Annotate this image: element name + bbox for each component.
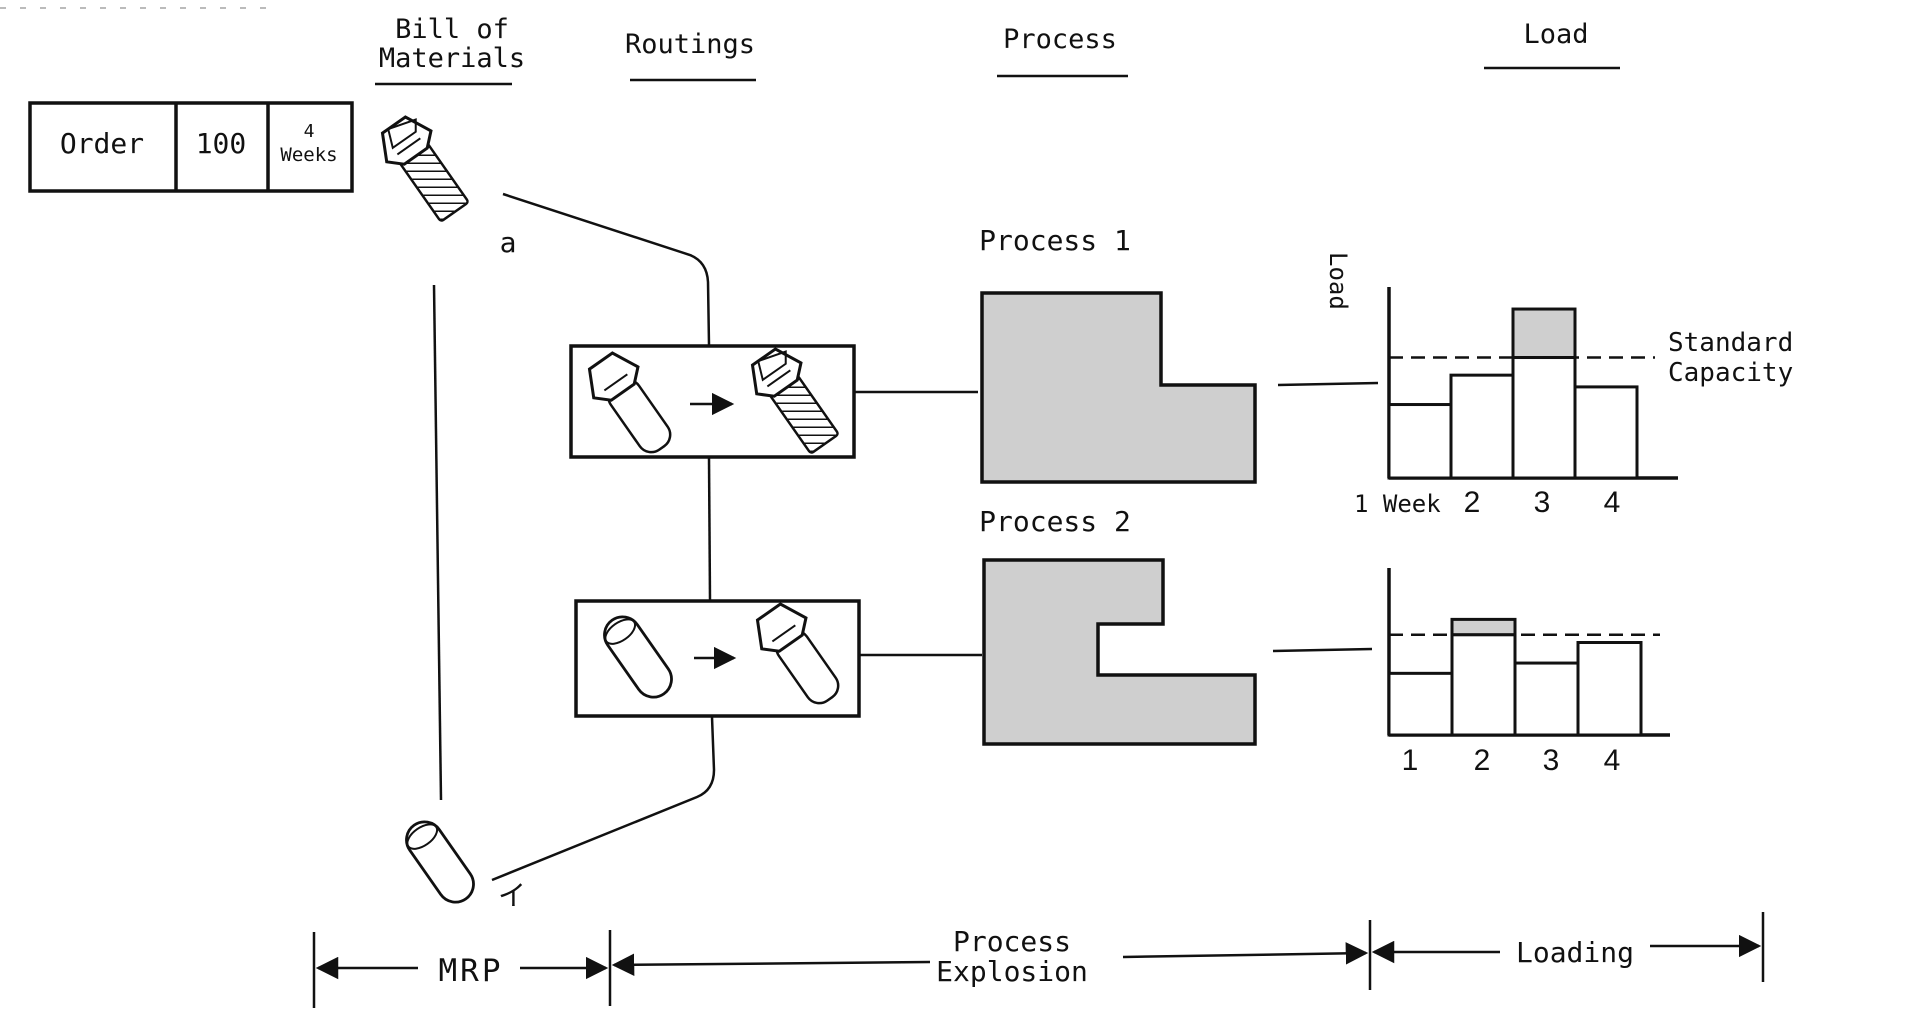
week-tick-label: 3 xyxy=(1543,744,1560,777)
load-bar xyxy=(1513,661,1580,737)
week-tick-label: 2 xyxy=(1474,744,1491,777)
part-a-label: a xyxy=(500,226,517,259)
header-process: Process xyxy=(1003,24,1117,55)
finished-bolt-icon xyxy=(370,108,479,229)
connector-process1-load1 xyxy=(1277,381,1379,387)
raw-rod-icon xyxy=(398,813,482,911)
header-bom-line1: Bill of xyxy=(395,14,509,45)
process-2: Process 2 xyxy=(979,505,1257,746)
overload-segment xyxy=(1450,617,1517,637)
routing-connectors xyxy=(491,192,716,882)
week-tick-label: 3 xyxy=(1534,486,1551,519)
week-tick-label: 1 Week xyxy=(1354,490,1441,518)
load-chart-1: Load Standard Capacity 1 Week 2 3 4 xyxy=(1324,252,1793,519)
load-bar xyxy=(1387,403,1453,480)
bom-tree: a イ xyxy=(370,108,526,912)
connector-process2-load2 xyxy=(1272,647,1373,653)
load-bar xyxy=(1449,373,1515,480)
chart-y-axis-label: Load xyxy=(1324,252,1352,310)
header-routings: Routings xyxy=(625,29,755,60)
order-box: Order 100 4 Weeks xyxy=(28,101,354,193)
load-bar xyxy=(1573,385,1639,480)
load-bar xyxy=(1511,356,1577,480)
explosion-arrow-right xyxy=(1122,942,1369,965)
standard-capacity-label-line1: Standard xyxy=(1668,328,1793,358)
explosion-label-line2: Explosion xyxy=(936,955,1088,988)
routing-step-2 xyxy=(574,595,861,718)
week-tick-label: 4 xyxy=(1604,486,1621,519)
header-load: Load xyxy=(1523,19,1588,50)
stage-bar: MRP Process Explosion Loading xyxy=(312,912,1765,1008)
process-2-shape xyxy=(982,558,1257,746)
explosion-label-line1: Process xyxy=(953,925,1071,958)
order-quantity: 100 xyxy=(196,127,247,160)
header-bom-line2: Materials xyxy=(379,43,525,74)
load-bar xyxy=(1387,671,1454,737)
order-label: Order xyxy=(60,127,144,160)
week-tick-label: 2 xyxy=(1464,486,1481,519)
column-headers: Bill of Materials Routings Process Load xyxy=(375,14,1620,86)
part-b-label: イ xyxy=(498,879,526,912)
standard-capacity-label-line2: Capacity xyxy=(1668,358,1793,388)
mrp-label: MRP xyxy=(439,953,504,989)
process-1-shape xyxy=(980,291,1257,484)
process-2-label: Process 2 xyxy=(979,505,1131,538)
order-lead-number: 4 xyxy=(304,121,315,142)
process-1-label: Process 1 xyxy=(979,224,1131,257)
bom-link-line xyxy=(432,284,443,801)
load-bar xyxy=(1450,633,1517,737)
overload-segment xyxy=(1511,307,1577,360)
routing-step-1 xyxy=(569,340,856,465)
load-bar xyxy=(1576,641,1643,737)
week-tick-label: 4 xyxy=(1604,744,1621,777)
explosion-arrow-left xyxy=(611,953,931,977)
order-lead-unit: Weeks xyxy=(280,144,337,166)
load-chart-2: 1 2 3 4 xyxy=(1387,568,1670,777)
process-1: Process 1 xyxy=(979,224,1257,484)
loading-label: Loading xyxy=(1516,936,1634,969)
week-tick-label: 1 xyxy=(1402,744,1419,777)
